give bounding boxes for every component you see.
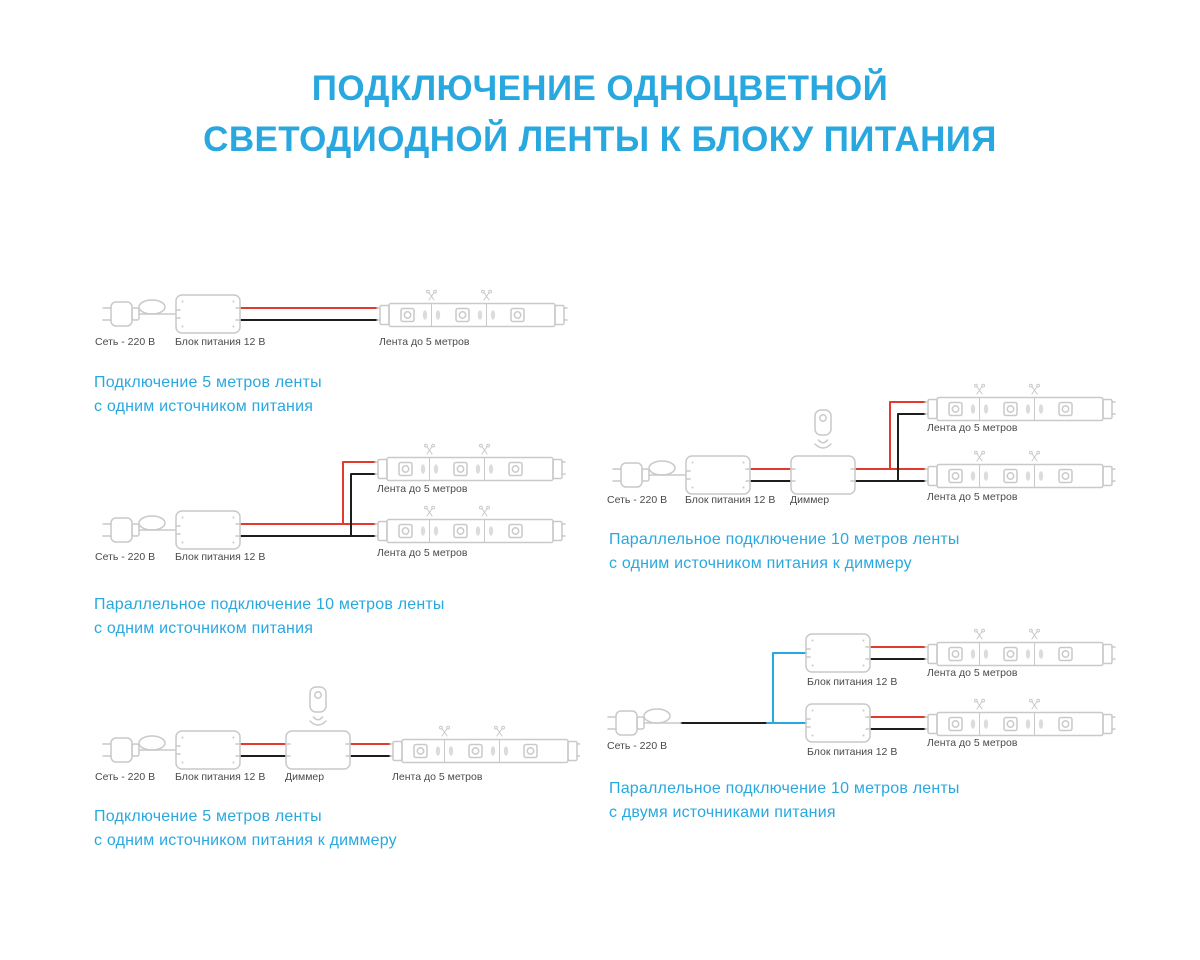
remote-control-icon [814,409,832,449]
diagram-10m-parallel-one-psu-dimmer: Лента до 5 метров Сеть - 220 В Блок пита… [605,383,1125,576]
mains-label: Сеть - 220 В [607,740,667,752]
led-strip-icon [375,444,565,480]
diagram-10m-parallel-one-psu-canvas: Лента до 5 метров Сеть - 220 В Блок пита… [95,438,580,563]
diagram-caption: Параллельное подключение 10 метров ленты… [609,528,1125,576]
caption-line: с одним источником питания к диммеру [94,832,397,849]
mains-label: Сеть - 220 В [95,551,155,563]
psu-label: Блок питания 12 В [685,494,775,506]
wire-red-positive [240,461,376,525]
wire-black-negative [870,658,926,730]
strip-label: Лента до 5 метров [927,737,1018,749]
psu-label: Блок питания 12 В [175,336,265,348]
mains-label: Сеть - 220 В [95,336,155,348]
led-strip-icon [375,506,565,542]
mains-label: Сеть - 220 В [95,771,155,783]
strip-label: Лента до 5 метров [392,771,483,783]
caption-line: Параллельное подключение 10 метров ленты [609,780,960,797]
caption-line: с одним источником питания [94,620,314,637]
power-plug-icon [612,460,687,488]
power-plug-icon [607,708,682,736]
power-supply-icon [805,703,871,743]
diagram-caption: Параллельное подключение 10 метров ленты… [609,777,1125,825]
led-strip-icon [925,451,1115,487]
power-supply-icon [685,455,751,495]
strip-label: Лента до 5 метров [927,491,1018,503]
psu-label: Блок питания 12 В [175,771,265,783]
diagram-5m-one-psu: Сеть - 220 В Блок питания 12 В Лента до … [90,282,580,419]
led-strip-icon [377,290,567,326]
power-supply-icon [175,730,241,770]
title-line-1: ПОДКЛЮЧЕНИЕ ОДНОЦВЕТНОЙ [311,69,889,108]
wire-black-negative [240,473,376,537]
caption-line: с одним источником питания [94,398,314,415]
dimmer-icon [790,455,856,495]
psu-label: Блок питания 12 В [807,676,897,688]
power-plug-icon [102,299,177,327]
psu-label: Блок питания 12 В [175,551,265,563]
dimmer-label: Диммер [790,494,829,506]
wire-red-positive [870,646,926,718]
caption-line: с одним источником питания к диммеру [609,555,912,572]
diagram-caption: Подключение 5 метров ленты с одним источ… [94,371,580,419]
led-strip-icon [925,629,1115,665]
diagram-10m-parallel-two-psu: Блок питания 12 В Лента до 5 метров Сеть… [605,628,1125,825]
strip-label: Лента до 5 метров [377,547,468,559]
diagram-5m-one-psu-dimmer: Сеть - 220 В Блок питания 12 В Диммер Ле… [90,686,580,853]
caption-line: Подключение 5 метров ленты [94,374,322,391]
diagram-5m-one-psu-dimmer-canvas: Сеть - 220 В Блок питания 12 В Диммер Ле… [95,686,580,783]
strip-label: Лента до 5 метров [927,667,1018,679]
diagram-5m-one-psu-canvas: Сеть - 220 В Блок питания 12 В Лента до … [95,282,580,348]
power-supply-icon [175,510,241,550]
led-strip-icon [925,699,1115,735]
caption-line: с двумя источниками питания [609,804,836,821]
led-strip-icon [390,726,580,762]
caption-line: Параллельное подключение 10 метров ленты [609,531,960,548]
remote-control-icon [309,686,327,726]
power-plug-icon [102,735,177,763]
wire-blue-mains [766,652,807,724]
diagram-10m-parallel-one-psu-dimmer-canvas: Лента до 5 метров Сеть - 220 В Блок пита… [607,383,1125,506]
caption-line: Параллельное подключение 10 метров ленты [94,596,445,613]
power-plug-icon [102,515,177,543]
dimmer-icon [285,730,351,770]
diagram-10m-parallel-one-psu: Лента до 5 метров Сеть - 220 В Блок пита… [90,438,580,641]
dimmer-label: Диммер [285,771,324,783]
power-supply-icon [805,633,871,673]
strip-label: Лента до 5 метров [379,336,470,348]
diagram-10m-parallel-two-psu-canvas: Блок питания 12 В Лента до 5 метров Сеть… [607,628,1125,758]
mains-label: Сеть - 220 В [607,494,667,506]
strip-label: Лента до 5 метров [927,422,1018,434]
wire-red-positive [750,401,926,470]
psu-label: Блок питания 12 В [807,746,897,758]
caption-line: Подключение 5 метров ленты [94,808,322,825]
wire-black-negative [750,413,926,482]
strip-label: Лента до 5 метров [377,483,468,495]
diagram-caption: Параллельное подключение 10 метров ленты… [94,593,580,641]
led-strip-icon [925,384,1115,420]
title-line-2: СВЕТОДИОДНОЙ ЛЕНТЫ К БЛОКУ ПИТАНИЯ [203,119,997,159]
diagram-caption: Подключение 5 метров ленты с одним источ… [94,805,580,853]
power-supply-icon [175,294,241,334]
page-title: ПОДКЛЮЧЕНИЕ ОДНОЦВЕТНОЙ СВЕТОДИОДНОЙ ЛЕН… [0,64,1200,166]
